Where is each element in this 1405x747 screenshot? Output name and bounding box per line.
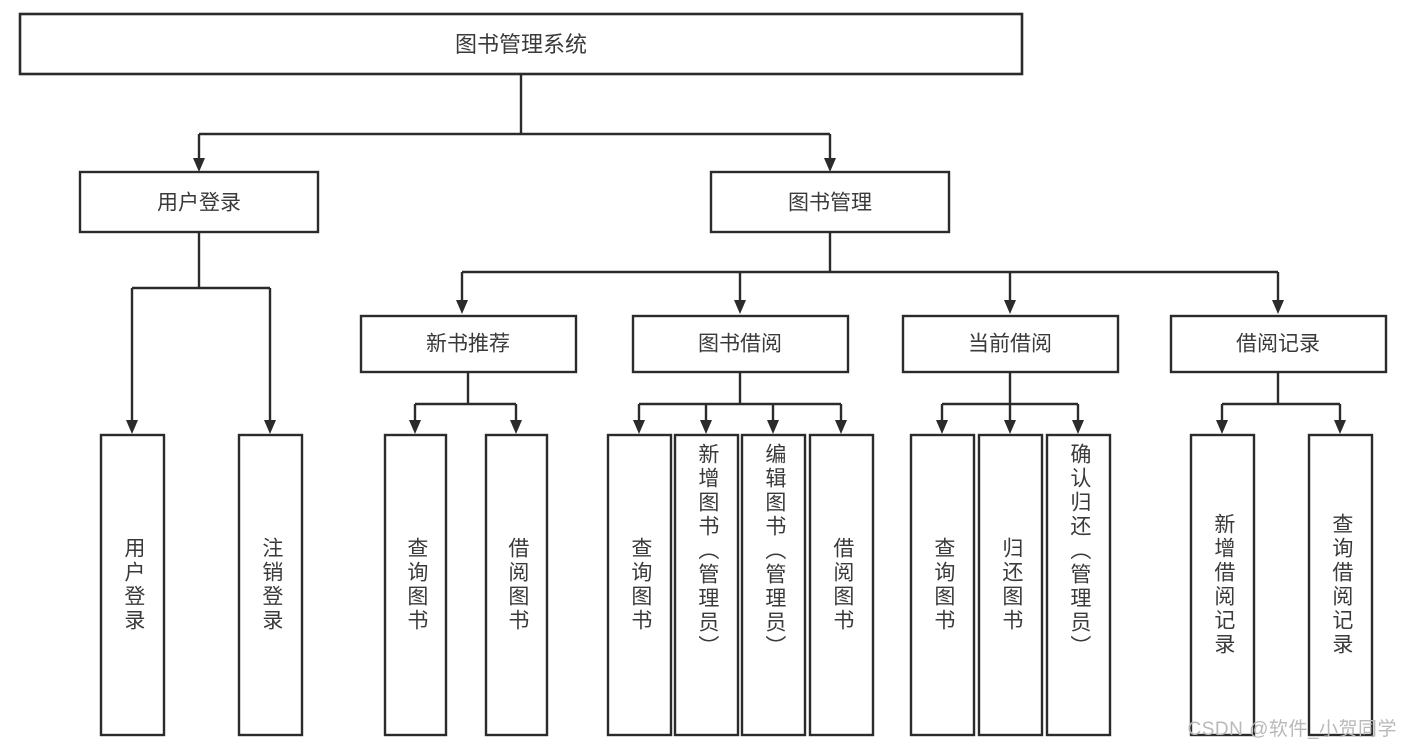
new-book-recommend-box[interactable]	[359, 314, 578, 374]
arrow-to-borrow-record	[1272, 300, 1284, 314]
user-login-box[interactable]	[78, 170, 320, 234]
arrow-to-book-borrow	[734, 300, 746, 314]
leaf-box-add-borrow-record[interactable]	[1189, 433, 1256, 737]
edges-borrow-record-to-leaves	[1216, 372, 1346, 434]
root-label: 图书管理系统	[455, 32, 587, 57]
book-management-label: 图书管理	[788, 192, 872, 215]
arrow-br-leaf2	[1334, 420, 1346, 434]
node-current-borrow[interactable]: 当前借阅	[901, 314, 1120, 374]
arrow-nbr-leaf2	[510, 420, 522, 434]
borrow-record-label: 借阅记录	[1236, 333, 1320, 356]
current-borrow-label: 当前借阅	[968, 333, 1052, 356]
book-borrow-label: 图书借阅	[698, 333, 782, 356]
node-book-borrow[interactable]: 图书借阅	[631, 314, 850, 374]
arrow-to-leaf-user-login	[126, 420, 138, 434]
book-management-box[interactable]	[709, 170, 951, 234]
arrow-cb-leaf3	[1072, 420, 1084, 434]
leaf-box-query-book-3[interactable]	[909, 433, 976, 737]
current-borrow-box[interactable]	[901, 314, 1120, 374]
leaf-box-borrow-book-2[interactable]	[808, 433, 875, 737]
watermark: CSDN @软件_小贺同学	[1187, 719, 1397, 740]
arrow-cb-leaf1	[936, 420, 948, 434]
book-borrow-box[interactable]	[631, 314, 850, 374]
arrow-cb-leaf2	[1004, 420, 1016, 434]
new-book-recommend-label: 新书推荐	[426, 333, 510, 356]
leaf-box-query-book-1[interactable]	[383, 433, 448, 737]
leaf-box-user-login[interactable]	[99, 433, 166, 737]
arrow-to-book-mgmt	[824, 158, 836, 172]
leaf-box-logout[interactable]	[237, 433, 304, 737]
arrow-to-leaf-logout	[264, 420, 276, 434]
arrow-bb-leaf1	[633, 420, 645, 434]
root-box[interactable]	[18, 12, 1024, 76]
edges-new-book-rec-to-leaves	[409, 372, 522, 434]
leaf-box-return-book[interactable]	[977, 433, 1044, 737]
leaf-box-borrow-book-1[interactable]	[484, 433, 549, 737]
node-root[interactable]: 图书管理系统	[18, 12, 1024, 76]
leaf-box-add-book-admin[interactable]	[673, 433, 740, 737]
node-user-login[interactable]: 用户登录	[78, 170, 320, 234]
borrow-record-box[interactable]	[1169, 314, 1388, 374]
leaf-boxes	[99, 433, 1374, 737]
edges-root-to-level2	[193, 74, 836, 172]
arrow-nbr-leaf1	[409, 420, 421, 434]
arrow-bb-leaf2	[700, 420, 712, 434]
edges-book-borrow-to-leaves	[633, 372, 847, 434]
leaf-box-confirm-return-admin[interactable]	[1045, 433, 1112, 737]
leaf-box-edit-book-admin[interactable]	[740, 433, 807, 737]
arrow-to-current-borrow	[1004, 300, 1016, 314]
edges-book-mgmt-to-level3	[456, 232, 1284, 314]
leaf-box-query-book-2[interactable]	[606, 433, 673, 737]
arrow-to-new-book-rec	[456, 300, 468, 314]
node-book-management[interactable]: 图书管理	[709, 170, 951, 234]
leaf-box-query-borrow-record[interactable]	[1307, 433, 1374, 737]
arrow-to-user-login	[193, 158, 205, 172]
edges-user-login-to-leaves	[126, 232, 276, 434]
node-borrow-record[interactable]: 借阅记录	[1169, 314, 1388, 374]
arrow-br-leaf1	[1216, 420, 1228, 434]
user-login-label: 用户登录	[157, 192, 241, 215]
node-new-book-recommend[interactable]: 新书推荐	[359, 314, 578, 374]
edges-current-borrow-to-leaves	[936, 372, 1084, 434]
arrow-bb-leaf4	[835, 420, 847, 434]
arrow-bb-leaf3	[767, 420, 779, 434]
